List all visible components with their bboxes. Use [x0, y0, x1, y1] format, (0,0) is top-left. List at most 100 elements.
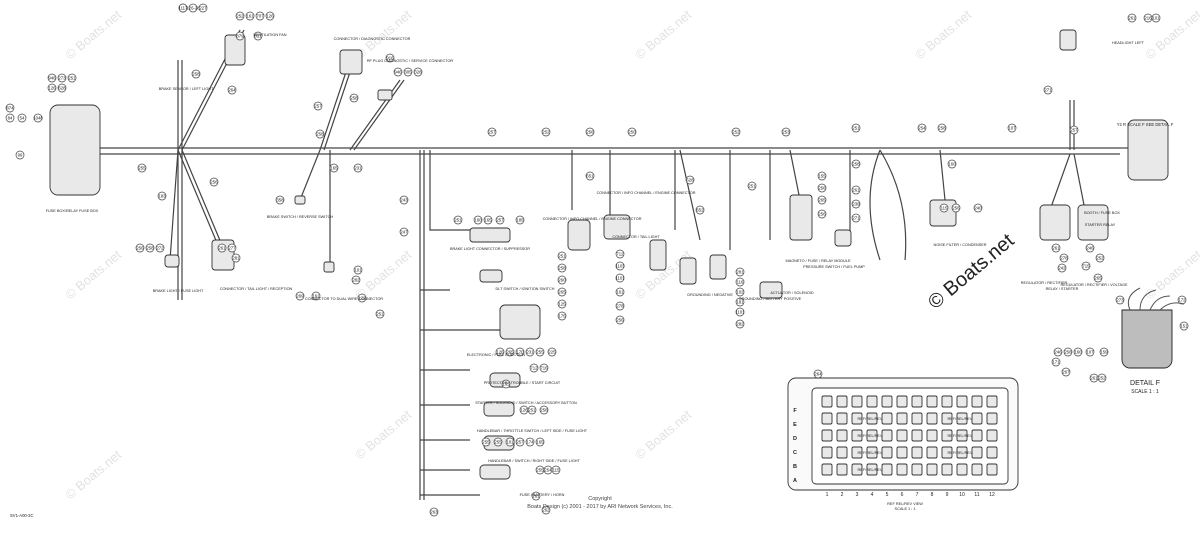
- callout: 101: [353, 265, 363, 275]
- callout: 256: [135, 243, 145, 253]
- callout: 160: [1073, 347, 1083, 357]
- part-label: ACTUATOR / SOLENOID: [770, 291, 814, 295]
- connector-shape: [323, 261, 335, 273]
- callout: 305: [403, 67, 413, 77]
- callout: 256: [817, 209, 827, 219]
- callout: 242: [1057, 263, 1067, 273]
- callout: 258: [851, 159, 861, 169]
- fuse-slot: [956, 463, 968, 476]
- callout: 258: [937, 123, 947, 133]
- callout: 174: [525, 437, 535, 447]
- callout-number: 253: [782, 129, 790, 134]
- fuse-column-number: 5: [886, 492, 889, 498]
- callout: 282: [351, 275, 361, 285]
- callout: 257: [495, 215, 505, 225]
- callout-number: 225: [548, 349, 556, 354]
- callout: 227: [198, 3, 208, 13]
- callout-number: 651: [586, 173, 594, 178]
- callout-number: 261: [1090, 375, 1098, 380]
- detail-f-connector: [1121, 309, 1173, 369]
- fuse-slot: [911, 463, 923, 476]
- callout-number: 257: [496, 217, 504, 222]
- harness-wire: [177, 149, 221, 251]
- callout-number: 262: [542, 507, 550, 512]
- callout: 264: [227, 85, 237, 95]
- callout-number: 256: [616, 317, 624, 322]
- callout-number: 652: [696, 207, 704, 212]
- callout: 101: [1151, 13, 1161, 23]
- callout-number: 126-28: [186, 5, 200, 10]
- watermark-text: © Boats.net: [62, 247, 124, 303]
- harness-wire: [789, 149, 801, 201]
- callout-number: 265: [558, 289, 566, 294]
- callout-number: 257: [1070, 127, 1078, 132]
- callout-number: 185: [516, 217, 524, 222]
- callout-number: 151: [1180, 323, 1188, 328]
- callout: 278: [615, 301, 625, 311]
- callout: 258: [1063, 347, 1073, 357]
- fuse-slot: [971, 429, 983, 442]
- callout: 265: [505, 347, 515, 357]
- callout-number: 257: [488, 129, 496, 134]
- drawing-code: SV1-A00-2C: [10, 513, 34, 518]
- callout: 258: [145, 243, 155, 253]
- callout: 101: [505, 437, 515, 447]
- fuse-slot: [836, 395, 848, 408]
- reference-callouts: 221126-282272521617071268798319169463053…: [5, 3, 1189, 517]
- harness-wire: [679, 149, 701, 241]
- connector-shape: [339, 49, 363, 75]
- fuse-label: REF/REL/REV: [858, 434, 883, 438]
- fuse-slot: [821, 446, 833, 459]
- callout-number: 257: [516, 439, 524, 444]
- part-label: HANDLEBAR / SWITCH / RIGHT SIDE / FUSE L…: [488, 459, 580, 463]
- part-label: ELECTRONIC / FUEL INJECTION: [467, 353, 526, 357]
- fuse-slot: [986, 463, 998, 476]
- callout: 107: [1085, 347, 1095, 357]
- callout-number: 264: [814, 371, 822, 376]
- callout-number: 231: [354, 165, 362, 170]
- callout: 271: [851, 213, 861, 223]
- callout-number: 251: [454, 217, 462, 222]
- detail-f-wires: [1127, 287, 1185, 311]
- callout: 1048: [33, 113, 43, 123]
- callout: 84: [5, 113, 15, 123]
- callout: 216: [1143, 13, 1153, 23]
- callout-number: 1103: [615, 263, 625, 268]
- callout-number: 1101: [735, 309, 745, 314]
- callout: 126-28: [186, 3, 200, 13]
- callout-number: 281: [232, 255, 240, 260]
- callout: 265: [817, 195, 827, 205]
- fuse-slot: [926, 395, 938, 408]
- callout: 256: [817, 183, 827, 193]
- callout: 125: [557, 299, 567, 309]
- callout: 160: [473, 215, 483, 225]
- callout-number: 258: [558, 265, 566, 270]
- watermark-text: © Boats.net: [1142, 247, 1200, 303]
- callout: 171: [1051, 357, 1061, 367]
- callout: 243: [399, 195, 409, 205]
- fuse-slot: [896, 412, 908, 425]
- callout: 1101: [615, 273, 625, 283]
- fuse-slot: [821, 412, 833, 425]
- callout: 99: [15, 150, 25, 160]
- callout: 115: [939, 203, 949, 213]
- callout-number: 271: [1044, 87, 1052, 92]
- callout: 879: [235, 31, 245, 41]
- fuse-slot: [836, 429, 848, 442]
- callout-number: 258: [316, 131, 324, 136]
- part-label: GROUNDING / NEGATIVE: [687, 293, 733, 297]
- callout: 159: [1099, 347, 1109, 357]
- callout-number: 122: [358, 295, 366, 300]
- callout: 257: [313, 101, 323, 111]
- callout: 272: [155, 243, 165, 253]
- callout-number: 159: [1100, 349, 1108, 354]
- callout: 628: [57, 83, 67, 93]
- connector-shape: [469, 227, 511, 243]
- fuse-slot: [956, 446, 968, 459]
- callout: 1101: [735, 307, 745, 317]
- callout: 261: [1089, 373, 1099, 383]
- callout-number: 254: [544, 467, 552, 472]
- connector-shape: [499, 304, 541, 340]
- callout: 122: [357, 293, 367, 303]
- callout: 946: [393, 67, 403, 77]
